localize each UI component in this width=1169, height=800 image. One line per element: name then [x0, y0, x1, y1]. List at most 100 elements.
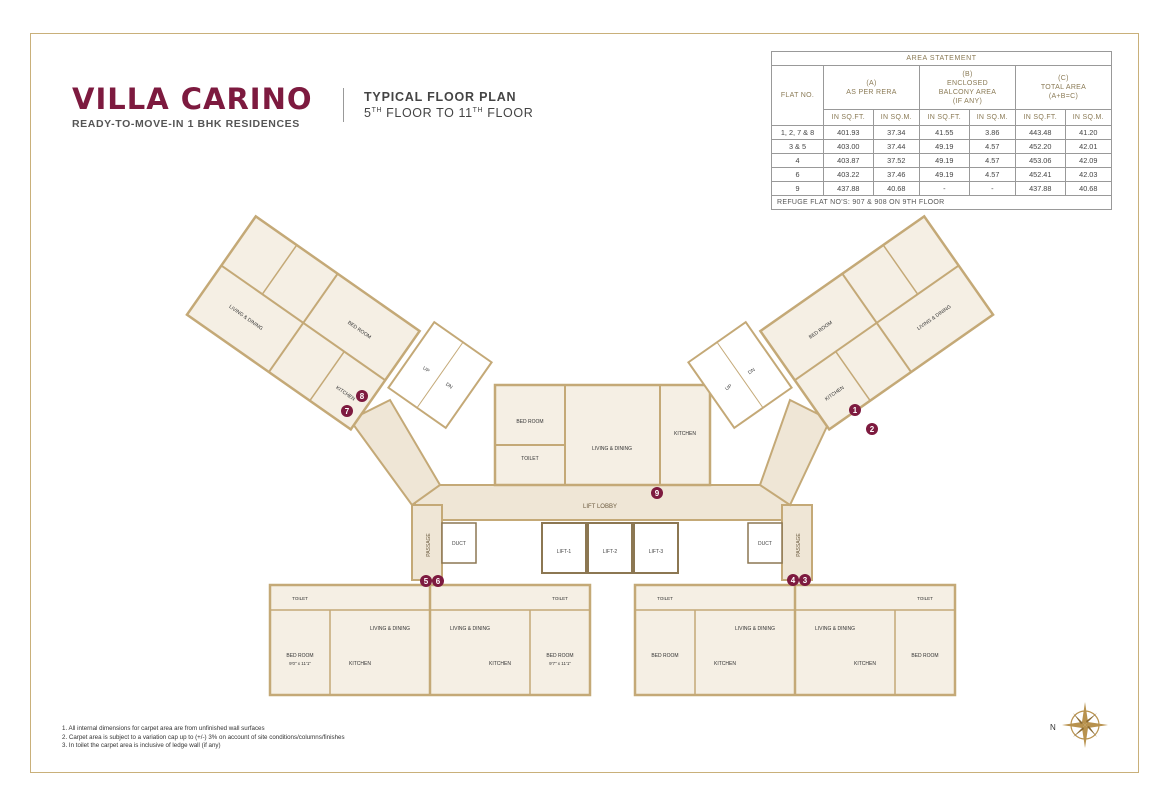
- brand-subtitle: READY-TO-MOVE-IN 1 BHK RESIDENCES: [72, 118, 300, 130]
- plan-floors: 5TH FLOOR TO 11TH FLOOR: [364, 106, 533, 120]
- svg-text:KITCHEN: KITCHEN: [349, 661, 371, 667]
- col-a-header: (A)AS PER RERA: [823, 65, 920, 110]
- passage-left: [411, 504, 443, 581]
- svg-text:KITCHEN: KITCHEN: [489, 661, 511, 667]
- flat-marker-5: [420, 575, 432, 587]
- svg-text:LIVING & DINING: LIVING & DINING: [592, 446, 632, 452]
- page-frame: [30, 33, 1139, 773]
- flat-9-unit: BED ROOM LIVING & DINING KITCHEN TOILET: [493, 383, 712, 487]
- svg-text:KITCHEN: KITCHEN: [714, 661, 736, 667]
- lift-2: [587, 522, 633, 574]
- svg-text:BED ROOM: BED ROOM: [651, 653, 678, 659]
- svg-text:8: 8: [360, 392, 365, 401]
- svg-text:TOILET: TOILET: [552, 596, 568, 601]
- unit-a-sqft: IN SQ.FT.: [823, 109, 874, 126]
- svg-text:DN: DN: [444, 382, 454, 391]
- svg-text:6: 6: [436, 577, 441, 586]
- svg-text:7: 7: [345, 407, 350, 416]
- svg-text:TOILET: TOILET: [657, 596, 673, 601]
- unit-b-sqm: IN SQ.M.: [968, 109, 1016, 126]
- unit-c-sqft: IN SQ.FT.: [1014, 109, 1066, 126]
- area-statement-caption: AREA STATEMENT: [771, 51, 1112, 66]
- staircase-left: UP DN: [386, 320, 494, 430]
- lift-3-label: LIFT-3: [649, 549, 664, 555]
- passage-right: [781, 504, 813, 581]
- duct-left-label: DUCT: [452, 541, 466, 547]
- flat-marker-1: [849, 404, 861, 416]
- floors-from-sup: TH: [371, 106, 383, 114]
- brand-title: VILLA CARINO: [72, 82, 313, 116]
- passage-diag-left: [348, 398, 442, 507]
- wing-left-upper: LIVING & DINING BED ROOM KITCHEN: [185, 214, 422, 432]
- notes-block: 1. All internal dimensions for carpet ar…: [62, 725, 345, 751]
- svg-text:9: 9: [655, 489, 660, 498]
- svg-text:BED ROOM: BED ROOM: [546, 653, 573, 659]
- svg-text:TOILET: TOILET: [292, 596, 308, 601]
- svg-text:9'0" x 11'1": 9'0" x 11'1": [289, 661, 311, 666]
- svg-text:LIVING & DINING: LIVING & DINING: [370, 626, 410, 632]
- svg-text:5: 5: [424, 577, 429, 586]
- svg-text:KITCHEN: KITCHEN: [854, 661, 876, 667]
- svg-text:LIVING & DINING: LIVING & DINING: [735, 626, 775, 632]
- svg-text:UP: UP: [724, 383, 734, 392]
- duct-left: [441, 522, 477, 564]
- plan-title: TYPICAL FLOOR PLAN: [364, 90, 517, 104]
- svg-text:LIVING & DINING: LIVING & DINING: [815, 626, 855, 632]
- svg-text:9'7" x 11'1": 9'7" x 11'1": [549, 661, 571, 666]
- svg-text:TOILET: TOILET: [917, 596, 933, 601]
- svg-text:KITCHEN: KITCHEN: [674, 431, 696, 437]
- svg-text:DN: DN: [747, 367, 757, 376]
- north-label: N: [1050, 723, 1056, 732]
- lift-lobby-label: LIFT LOBBY: [583, 504, 617, 510]
- flat-marker-9: [651, 487, 663, 499]
- flat-marker-7: [341, 405, 353, 417]
- svg-text:1: 1: [853, 406, 858, 415]
- svg-text:4: 4: [791, 576, 796, 585]
- lift-3: [633, 522, 679, 574]
- flat-marker-3: [799, 574, 811, 586]
- compass-rose-icon: N: [1050, 702, 1108, 748]
- wing-right-upper: LIVING & DINING BED ROOM KITCHEN: [758, 214, 995, 432]
- floors-mid: FLOOR TO 11: [382, 106, 473, 120]
- staircase-right: UP DN: [686, 320, 794, 430]
- note-3: 3. In toilet the carpet area is inclusiv…: [62, 742, 221, 749]
- flat-marker-6: [432, 575, 444, 587]
- lift-lobby-area: [414, 484, 791, 521]
- floors-suffix: FLOOR: [483, 106, 534, 120]
- brand-block: VILLA CARINO READY-TO-MOVE-IN 1 BHK RESI…: [72, 82, 313, 130]
- refuge-note: REFUGE FLAT NO'S: 907 & 908 ON 9TH FLOOR: [771, 195, 1112, 210]
- col-flat-header: FLAT NO.: [771, 65, 824, 126]
- unit-a-sqm: IN SQ.M.: [872, 109, 920, 126]
- svg-text:LIVING & DINING: LIVING & DINING: [450, 626, 490, 632]
- svg-text:TOILET: TOILET: [521, 456, 538, 462]
- wing-bottom-right: BED ROOM LIVING & DINING LIVING & DINING…: [633, 583, 957, 697]
- duct-right: [747, 522, 783, 564]
- flat-marker-4: [787, 574, 799, 586]
- floor-plan-drawing: LIFT LOBBY PASSAGE PASSAGE LIFT-1 LIFT-2…: [185, 214, 995, 697]
- svg-text:BED ROOM: BED ROOM: [286, 653, 313, 659]
- flat-marker-2: [866, 423, 878, 435]
- floors-to-sup: TH: [472, 106, 484, 114]
- wing-bottom-left: BED ROOM 9'0" x 11'1" LIVING & DINING LI…: [268, 583, 592, 697]
- svg-text:BED ROOM: BED ROOM: [516, 419, 543, 425]
- lift-1-label: LIFT-1: [557, 549, 572, 555]
- note-1: 1. All internal dimensions for carpet ar…: [62, 725, 265, 732]
- svg-text:UP: UP: [421, 365, 431, 374]
- lift-2-label: LIFT-2: [603, 549, 618, 555]
- passage-diag-right: [758, 398, 832, 507]
- lift-1: [541, 522, 587, 574]
- area-statement-table: AREA STATEMENT FLAT NO. (A)AS PER RERA (…: [771, 51, 1113, 210]
- svg-text:3: 3: [803, 576, 808, 585]
- passage-right-label: PASSAGE: [796, 533, 802, 557]
- svg-text:2: 2: [870, 425, 875, 434]
- col-c-header: (C)TOTAL AREA(A+B=C): [1014, 65, 1113, 110]
- unit-b-sqft: IN SQ.FT.: [918, 109, 970, 126]
- flat-marker-8: [356, 390, 368, 402]
- unit-c-sqm: IN SQ.M.: [1064, 109, 1113, 126]
